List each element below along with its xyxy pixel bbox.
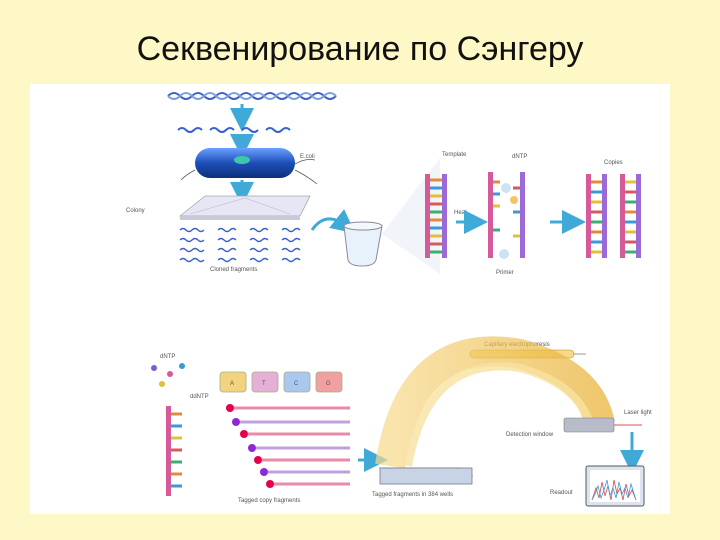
beaker: [343, 221, 383, 267]
dna-copies: [586, 174, 641, 258]
colony-plate: [178, 195, 311, 220]
genomic-dna: [167, 92, 337, 100]
tube-label-a: A: [230, 381, 234, 387]
tube-label-t: T: [262, 381, 266, 387]
sanger-diagram-svg: E.coli Colony Cloned fragments Template …: [126, 92, 652, 507]
tagged-fragments-ladder: [226, 404, 350, 488]
label-dntp-bottom: dNTP: [160, 354, 175, 360]
capillary-fiber-bundle: [375, 336, 615, 469]
label-template: Template: [442, 152, 467, 158]
zoom-cone: [382, 158, 440, 274]
label-primer: Primer: [496, 270, 514, 276]
label-heat: Heat: [454, 210, 467, 216]
label-copies: Copies: [604, 160, 623, 166]
reagent-tubes: [219, 371, 343, 393]
label-readout: Readout: [550, 490, 573, 496]
slide-title: Секвенирование по Сэнгеру: [136, 30, 584, 68]
arrow-to-beaker: [310, 209, 356, 234]
label-detection: Detection window: [506, 432, 554, 438]
dntp-molecules: [151, 363, 185, 387]
template-strand: [425, 174, 447, 258]
well-plate: [378, 467, 474, 485]
label-ecoli: E.coli: [300, 154, 315, 160]
label-colony: Colony: [126, 208, 145, 214]
dna-fragments: [177, 127, 291, 133]
template-with-primer: [166, 406, 182, 496]
label-tagged-copy: Tagged copy fragments: [238, 498, 300, 504]
label-tagged-wells: Tagged fragments in 384 wells: [372, 492, 453, 498]
label-laser: Laser light: [624, 410, 652, 416]
tube-label-g: G: [326, 381, 331, 387]
sanger-diagram: E.coli Colony Cloned fragments Template …: [30, 84, 670, 514]
separated-strands: [488, 172, 525, 259]
bacterium: [180, 148, 318, 185]
readout-monitor: [585, 465, 645, 507]
laser-device: [563, 417, 642, 433]
label-dntp-top: dNTP: [512, 154, 527, 160]
label-ddntp: ddNTP: [190, 394, 209, 400]
label-cloned-fragments: Cloned fragments: [210, 267, 257, 273]
tube-label-c: C: [294, 381, 299, 387]
cloned-fragments-grid: [179, 227, 301, 263]
